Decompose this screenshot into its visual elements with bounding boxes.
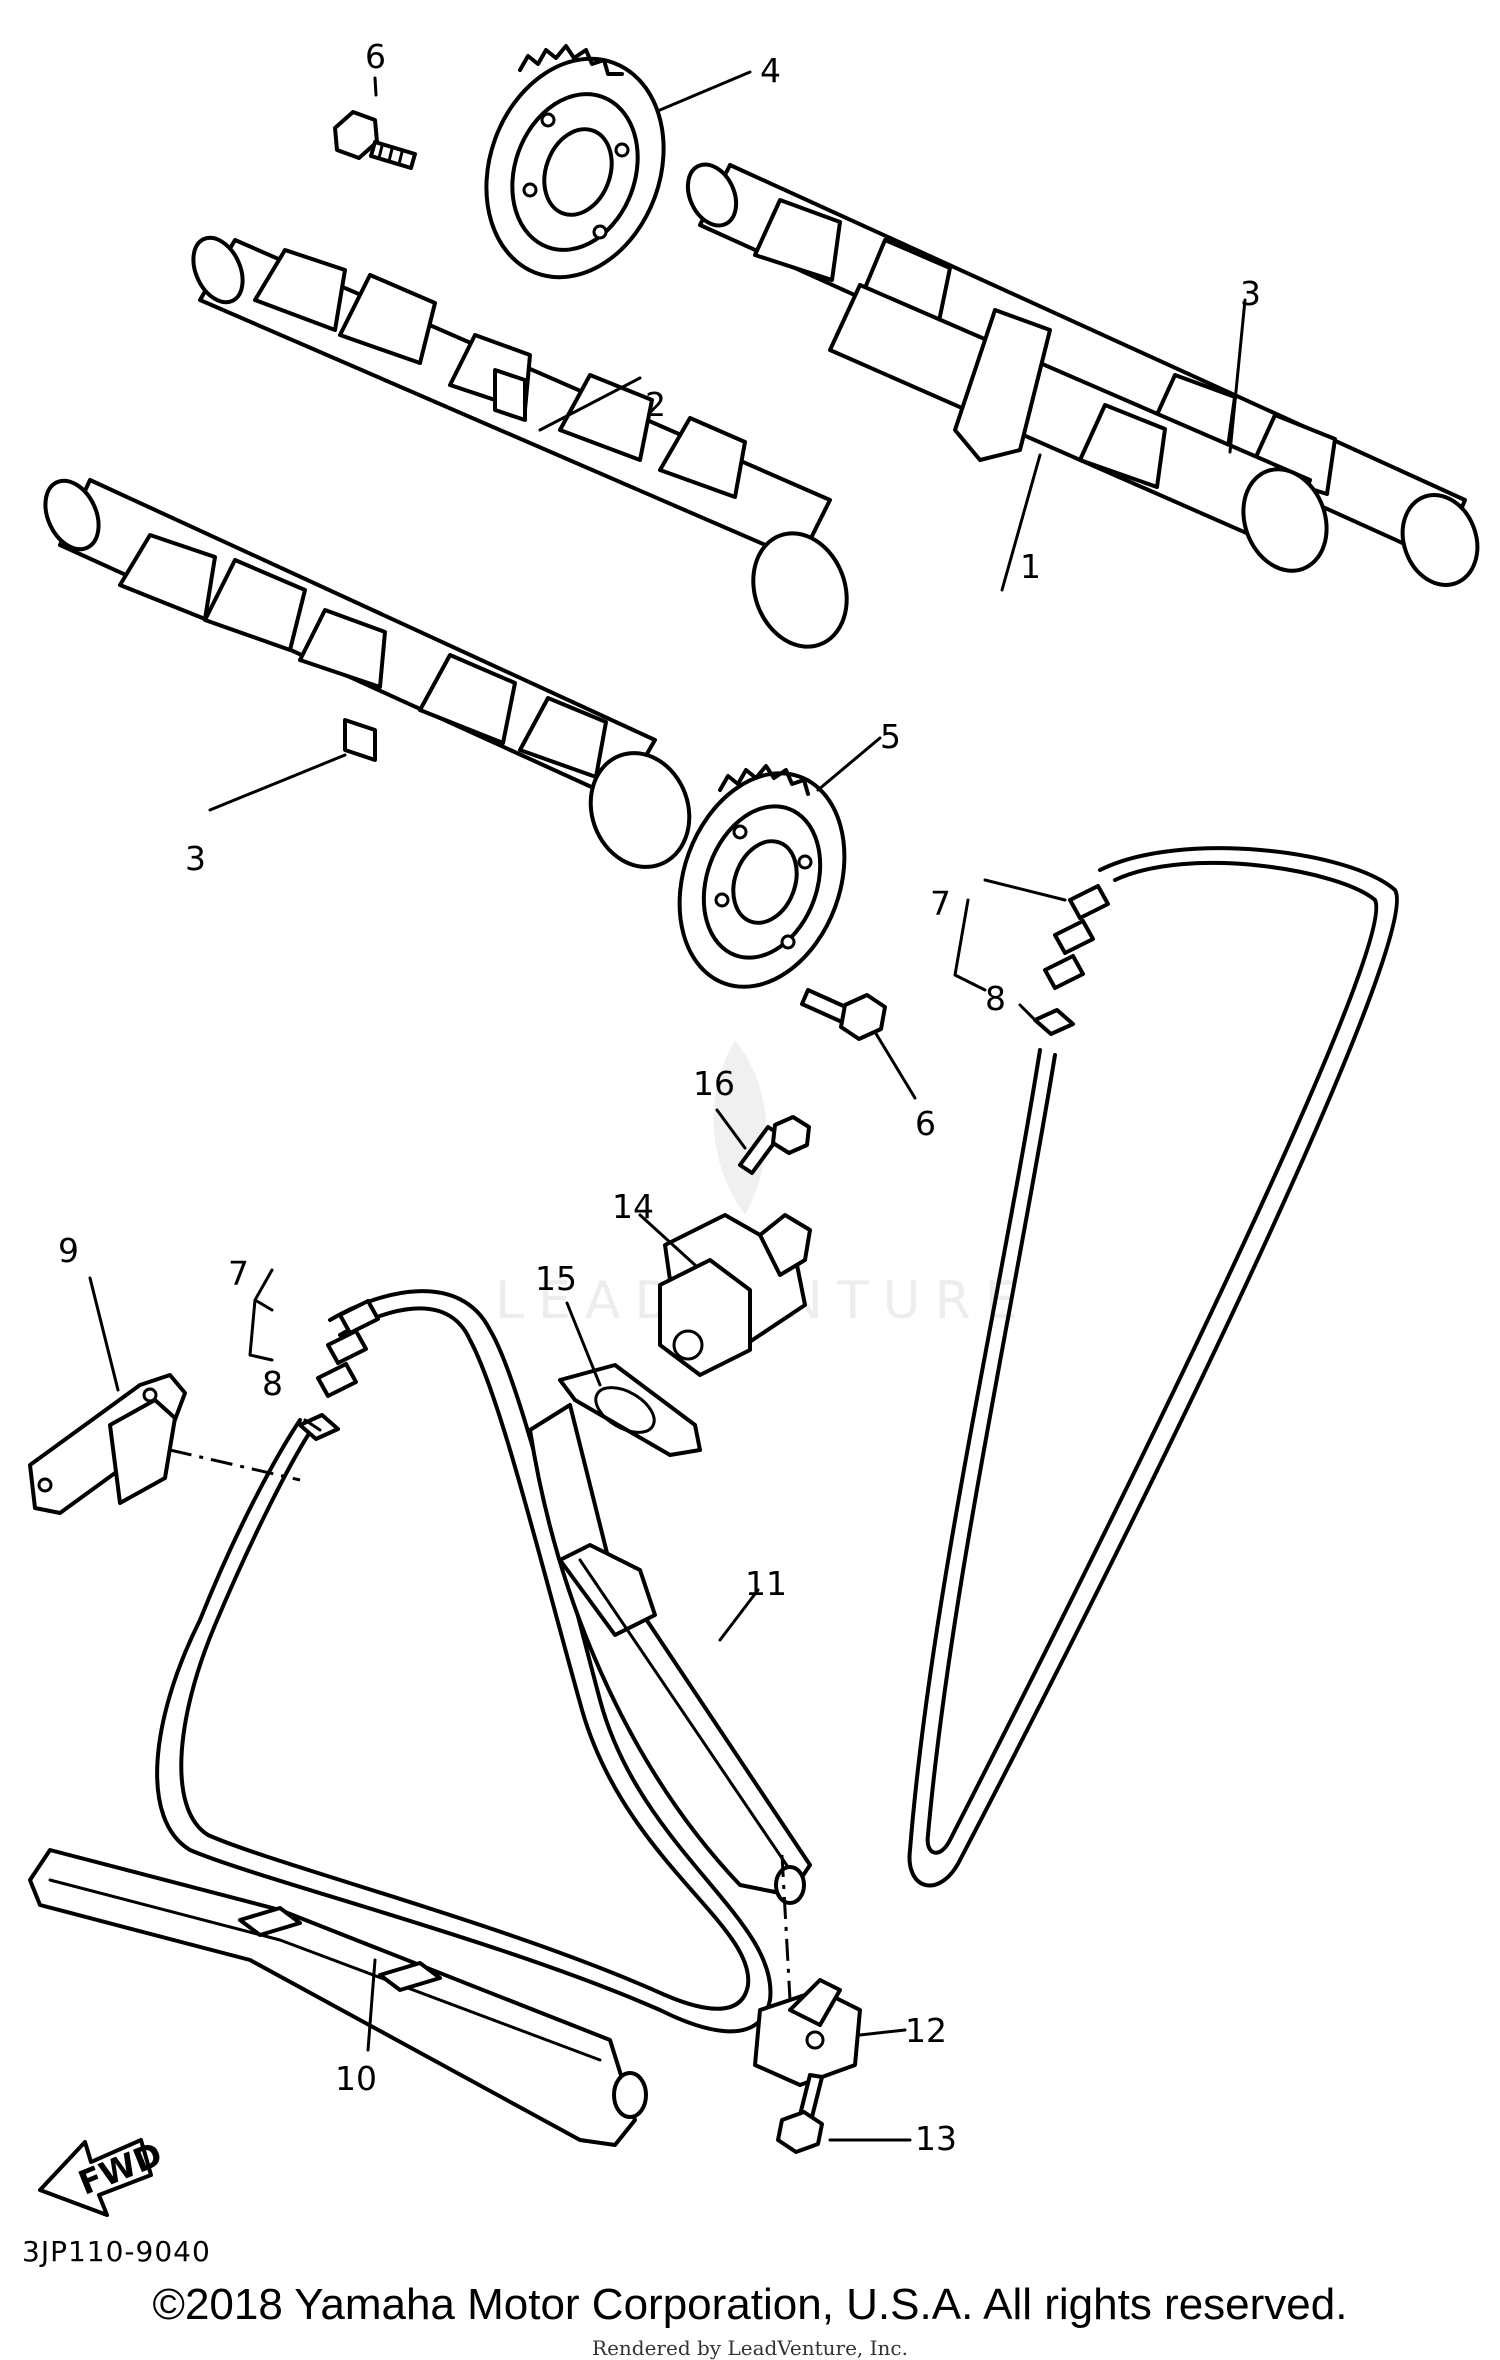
diagram-code: 3JP110-9040 [22,2235,211,2268]
callout-10: 10 [335,2059,377,2098]
chain-guide-top [28,1373,187,1515]
callout-8-right: 8 [985,979,1006,1018]
timing-chain-left [155,1289,773,2034]
stopper-bolt [776,2073,824,2154]
callout-3-upper: 3 [1240,274,1261,313]
callout-13: 13 [915,2119,957,2158]
leader-lines [88,70,1247,2142]
callout-6-upper: 6 [365,37,386,76]
copyright-notice: ©2018 Yamaha Motor Corporation, U.S.A. A… [152,2280,1348,2329]
camshaft-intake-lower [43,478,692,869]
callout-2: 2 [645,385,666,424]
callout-11: 11 [745,1564,787,1603]
callout-8-left: 8 [262,1364,283,1403]
callout-3-lower: 3 [185,839,206,878]
callout-1: 1 [1020,547,1041,586]
cam-sprocket-lower [677,764,847,989]
callout-5: 5 [880,717,901,756]
camshaft-exhaust [191,235,849,649]
forward-direction-arrow: FWD [38,2134,168,2217]
rendered-by-note: Rendered by LeadVenture, Inc. [592,2336,908,2360]
callout-7-right: 7 [930,884,951,923]
sprocket-bolt-lower [800,988,887,1041]
callout-labels: 1 2 3 3 4 5 6 6 7 7 8 8 9 10 11 12 13 14… [58,37,1261,2158]
chain-guide-tension [528,1403,812,1905]
guide-stopper [753,1978,862,2087]
sprocket-bolt-upper [333,110,417,170]
chain-guide-lower [28,1848,648,2147]
tensioner-bolt [738,1115,811,1175]
callout-6-lower: 6 [915,1104,936,1143]
tensioner-gasket [558,1363,702,1457]
camshaft-intake-upper [685,162,1480,587]
cam-sprocket-upper [484,44,666,280]
callout-9: 9 [58,1231,79,1270]
callout-7-left: 7 [228,1254,249,1293]
callout-4: 4 [760,51,781,90]
chain-tensioner [658,1213,812,1377]
camshaft-exhaust-upper [828,283,1329,573]
callout-15: 15 [535,1259,577,1298]
callout-16: 16 [693,1064,735,1103]
timing-chain-right [907,846,1399,1888]
stopper-leader-dash [780,1854,792,2001]
callout-14: 14 [612,1187,654,1226]
callout-12: 12 [905,2011,947,2050]
